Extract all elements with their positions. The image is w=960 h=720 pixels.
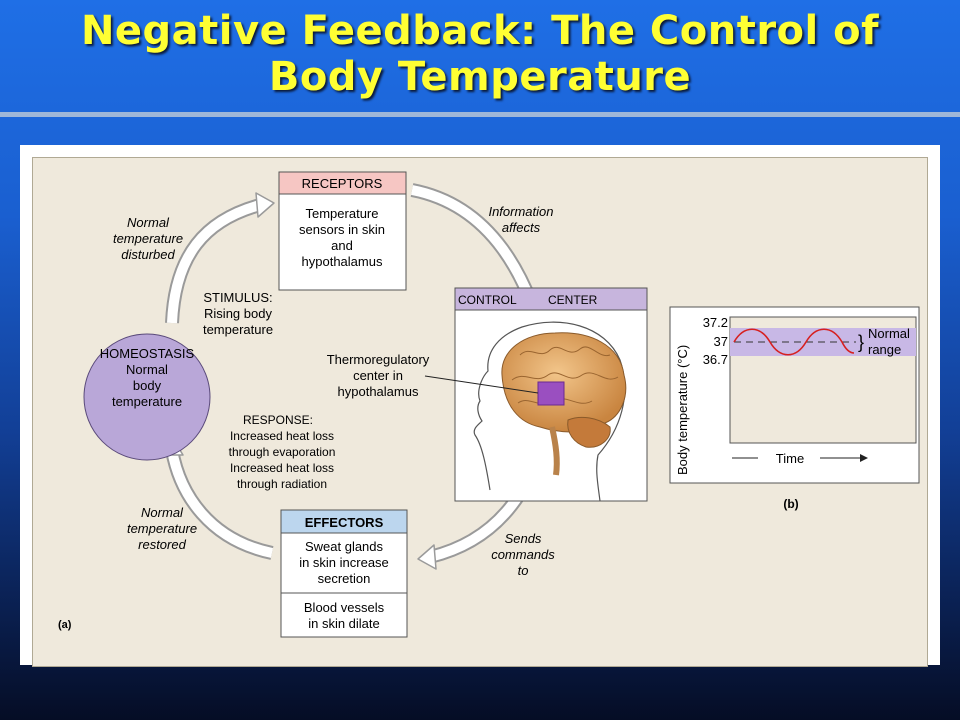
effectors-line-2: in skin increase	[299, 555, 389, 570]
temperature-graph: 37.2 37 36.7 } Normal range Body tempera…	[669, 306, 920, 511]
receptors-line-2: sensors in skin	[299, 222, 385, 237]
head-silhouette	[473, 321, 626, 502]
sends-line-2: commands	[491, 547, 555, 562]
restored-line-3: restored	[138, 537, 186, 552]
title-divider	[0, 112, 960, 117]
homeostasis-title: HOMEOSTASIS	[100, 346, 195, 361]
title-line-1: Negative Feedback: The Control of	[80, 8, 880, 54]
receptors-header: RECEPTORS	[302, 176, 383, 191]
restored-line-1: Normal	[141, 505, 184, 520]
disturbed-line-2: temperature	[113, 231, 183, 246]
response-line-1: RESPONSE:	[243, 413, 313, 427]
stimulus-label: STIMULUS: Rising body temperature	[203, 290, 273, 337]
stimulus-line-3: temperature	[203, 322, 273, 337]
control-center-header-right: CENTER	[548, 293, 598, 307]
stimulus-line-1: STIMULUS:	[203, 290, 272, 305]
effectors-line-3: secretion	[318, 571, 371, 586]
thermoregulatory-label: Thermoregulatory center in hypothalamus	[327, 352, 430, 399]
effectors-box: EFFECTORS Sweat glands in skin increase …	[280, 509, 408, 638]
figure-svg: HOMEOSTASIS Normal body temperature RECE…	[58, 171, 920, 638]
title-line-2: Body Temperature	[268, 54, 692, 100]
thermoregulatory-line-3: hypothalamus	[338, 384, 419, 399]
effectors-line-5: in skin dilate	[308, 616, 380, 631]
temperature-curve	[733, 328, 855, 356]
sends-line-3: to	[518, 563, 529, 578]
effectors-line-1: Sweat glands	[305, 539, 384, 554]
figure-panel: HOMEOSTASIS Normal body temperature RECE…	[20, 145, 940, 667]
time-arrow-icon	[860, 454, 868, 462]
receptors-line-4: hypothalamus	[302, 254, 383, 269]
disturbed-line-1: Normal	[127, 215, 170, 230]
homeostasis-line-4: temperature	[112, 394, 182, 409]
effectors-header: EFFECTORS	[305, 515, 384, 530]
range-label-1: Normal	[868, 326, 910, 341]
x-axis-label: Time	[776, 451, 804, 466]
homeostasis-line-3: body	[133, 378, 162, 393]
receptors-box: RECEPTORS Temperature sensors in skin an…	[278, 171, 407, 291]
tick-37: 37	[714, 334, 728, 349]
thermoregulatory-line-2: center in	[353, 368, 403, 383]
tick-36-7: 36.7	[703, 352, 728, 367]
range-brace: }	[858, 332, 864, 352]
sends-line-1: Sends	[505, 531, 542, 546]
disturbed-line-3: disturbed	[121, 247, 175, 262]
response-line-3: through evaporation	[229, 445, 336, 459]
y-axis-label: Body temperature (°C)	[675, 345, 690, 475]
response-line-4: Increased heat loss	[230, 461, 334, 475]
figure-a-label: (a)	[58, 619, 72, 631]
slide-title: Negative Feedback: The Control of Body T…	[0, 8, 960, 100]
response-label: RESPONSE: Increased heat loss through ev…	[229, 413, 336, 491]
homeostasis-node: HOMEOSTASIS Normal body temperature	[83, 333, 211, 461]
hypothalamus-marker	[537, 381, 565, 406]
thermoregulatory-line-1: Thermoregulatory	[327, 352, 430, 367]
response-line-2: Increased heat loss	[230, 429, 334, 443]
receptors-line-1: Temperature	[306, 206, 379, 221]
control-center-header-left: CONTROL	[458, 293, 517, 307]
control-center-box: CONTROL CENTER	[454, 287, 648, 502]
effectors-line-4: Blood vessels	[304, 600, 385, 615]
information-line-1: Information	[488, 204, 553, 219]
information-line-2: affects	[502, 220, 541, 235]
range-label-2: range	[868, 342, 901, 357]
restored-line-2: temperature	[127, 521, 197, 536]
tick-37-2: 37.2	[703, 315, 728, 330]
receptors-line-3: and	[331, 238, 353, 253]
stimulus-line-2: Rising body	[204, 306, 272, 321]
figure-b-label: (b)	[783, 497, 798, 511]
response-line-5: through radiation	[237, 477, 327, 491]
homeostasis-line-2: Normal	[126, 362, 168, 377]
thermoregulatory-pointer	[424, 375, 539, 394]
italic-labels: Normal temperature disturbed Information…	[113, 204, 555, 578]
